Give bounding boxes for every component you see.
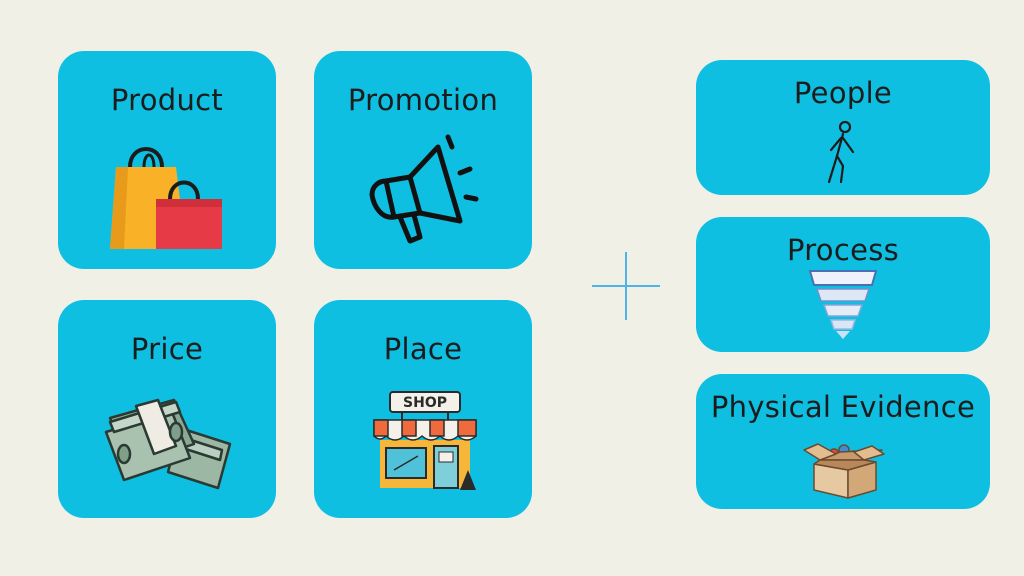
place-card: Place SHOP <box>314 300 532 518</box>
people-card: People <box>696 60 990 195</box>
place-label: Place <box>383 332 463 366</box>
promotion-label: Promotion <box>347 83 499 117</box>
money-stacks-icon <box>104 398 232 490</box>
open-box-icon <box>803 443 885 499</box>
shop-storefront-icon: SHOP <box>373 391 477 490</box>
process-card: Process <box>696 217 990 352</box>
price-card: Price <box>58 300 276 518</box>
shop-sign-text: SHOP <box>403 395 447 411</box>
physical-evidence-label: Physical Evidence <box>710 390 976 424</box>
megaphone-icon <box>369 134 479 244</box>
walking-person-icon <box>827 120 855 184</box>
price-label: Price <box>130 332 204 366</box>
physical-evidence-card: Physical Evidence <box>696 374 990 509</box>
people-label: People <box>793 76 893 110</box>
process-label: Process <box>786 233 900 267</box>
product-card: Product <box>58 51 276 269</box>
promotion-card: Promotion <box>314 51 532 269</box>
product-label: Product <box>110 83 224 117</box>
plus-icon <box>592 252 660 320</box>
shopping-bags-icon <box>110 147 222 249</box>
funnel-icon <box>808 270 878 339</box>
